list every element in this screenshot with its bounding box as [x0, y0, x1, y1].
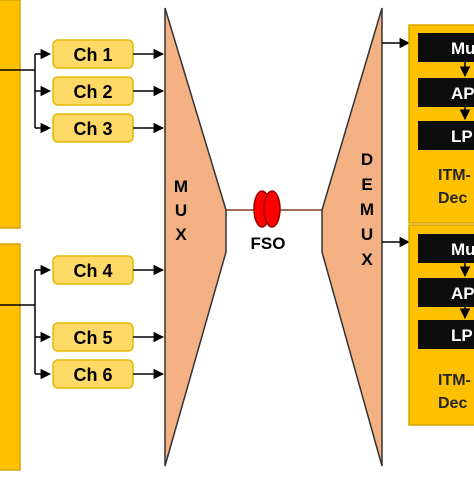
svg-text:D: D [361, 150, 373, 169]
svg-text:M: M [174, 177, 188, 196]
decoder-top: Mu AP LP ITM- Dec [408, 24, 474, 224]
channel-to-mux-arrows [133, 48, 165, 380]
decoder-bottom-block-1 [418, 234, 474, 263]
decoder-bottom-block-2 [418, 278, 474, 307]
bottom-branch-connectors [0, 264, 52, 380]
channel-1-label: Ch 1 [73, 45, 112, 65]
decoder-bottom-title: ITM- [438, 372, 471, 389]
channel-3-label: Ch 3 [73, 119, 112, 139]
channel-1: Ch 1 [52, 39, 134, 69]
decoder-top-block-2 [418, 78, 474, 107]
decoder-top-block-2-label: AP [451, 84, 474, 103]
decoder-bottom-block-1-label: Mu [451, 240, 474, 259]
decoder-top-subtitle: Dec [438, 190, 467, 207]
decoder-top-block-3-label: LP [451, 127, 473, 146]
decoder-top-title: ITM- [438, 167, 471, 184]
source-block-top [0, 0, 21, 229]
decoder-top-block-1-label: Mu [451, 39, 474, 58]
channel-6-label: Ch 6 [73, 365, 112, 385]
decoder-top-block-1 [418, 33, 474, 62]
channel-4: Ch 4 [52, 255, 134, 285]
fso-label: FSO [251, 234, 286, 253]
channel-2-label: Ch 2 [73, 82, 112, 102]
channel-5-label: Ch 5 [73, 328, 112, 348]
decoder-bottom: Mu AP LP ITM- Dec [408, 224, 474, 426]
svg-text:X: X [175, 225, 187, 244]
channel-3: Ch 3 [52, 113, 134, 143]
source-block-bottom [0, 243, 21, 471]
demux-label: D E M U X [360, 150, 374, 269]
channel-5: Ch 5 [52, 322, 134, 352]
svg-text:X: X [361, 250, 373, 269]
svg-text:U: U [175, 201, 187, 220]
decoder-bottom-block-2-label: AP [451, 284, 474, 303]
decoder-bottom-block-3-label: LP [451, 326, 473, 345]
decoder-bottom-block-3 [418, 320, 474, 349]
decoder-top-block-3 [418, 121, 474, 150]
channel-2: Ch 2 [52, 76, 134, 106]
svg-text:U: U [361, 225, 373, 244]
channel-4-label: Ch 4 [73, 261, 112, 281]
top-branch-connectors [0, 48, 52, 134]
svg-text:E: E [361, 175, 372, 194]
mux-block [164, 7, 227, 467]
channel-6: Ch 6 [52, 359, 134, 389]
mux-label: M U X [174, 177, 188, 244]
svg-text:M: M [360, 200, 374, 219]
demux-block [321, 7, 383, 467]
decoder-bottom-subtitle: Dec [438, 395, 467, 412]
fso-lens-icon [253, 190, 281, 228]
